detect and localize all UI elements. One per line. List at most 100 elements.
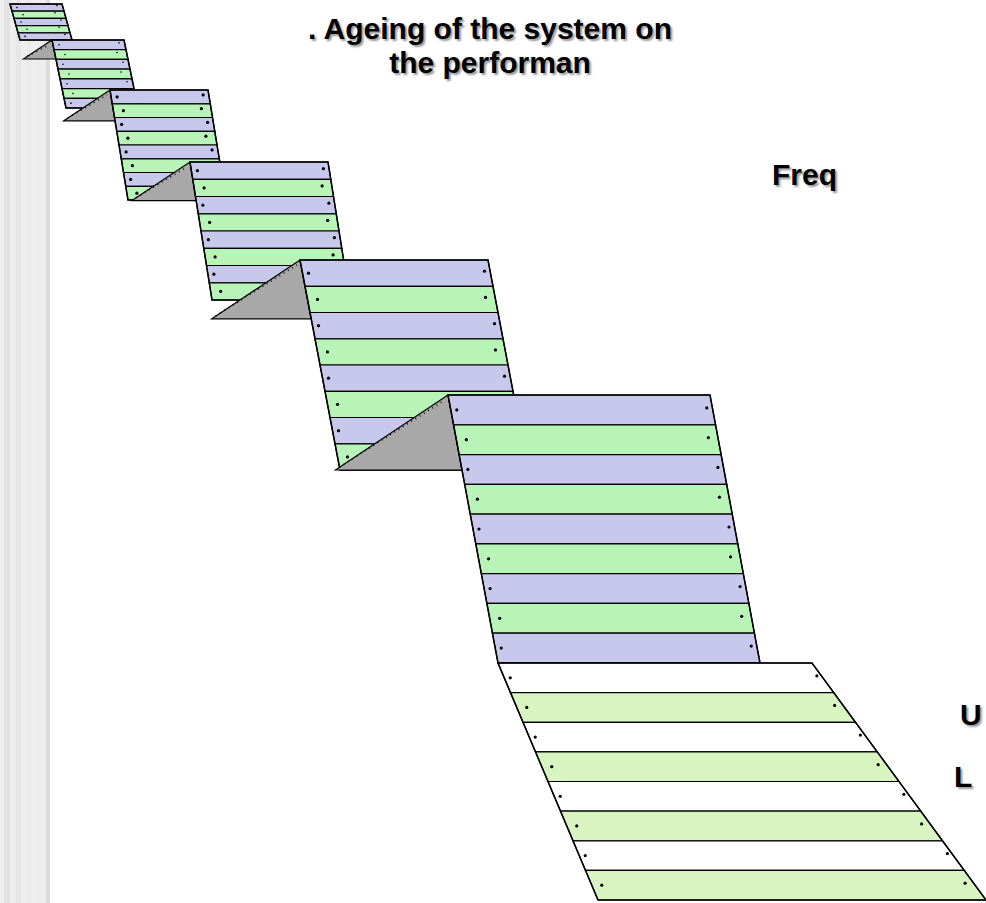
panel-dot (327, 377, 330, 380)
connector-wedge (23, 40, 56, 59)
panel-stripe (481, 574, 749, 604)
stair-panel (10, 4, 72, 40)
panel-dot (707, 436, 710, 439)
panel-stripe (56, 59, 130, 69)
panel-dot (509, 676, 512, 679)
connector-wedge (132, 162, 196, 201)
panel-dot (20, 21, 22, 23)
panel-dot (326, 219, 329, 222)
wedge-dots (27, 45, 49, 56)
panel-dot (135, 192, 138, 195)
stair-panel (448, 395, 760, 663)
panel-stripe (119, 145, 219, 159)
panel-stripe (511, 693, 856, 723)
panel-dot (207, 238, 210, 241)
panel-dot (129, 178, 132, 181)
panel-dot (203, 186, 206, 189)
panel-stripe (117, 131, 217, 145)
panel-dot (214, 255, 217, 258)
panel-stripe (110, 90, 210, 104)
panel-dot (500, 647, 503, 650)
panel-dot (718, 496, 721, 499)
panel-dot (116, 95, 119, 98)
stair-panel (498, 663, 986, 900)
panel-dot (336, 403, 339, 406)
panel-dot (327, 202, 330, 205)
panel-dot (126, 81, 128, 83)
panel-dot (739, 585, 742, 588)
panel-dot (493, 322, 496, 325)
panel-dot (750, 645, 753, 648)
panel-dot (126, 137, 129, 140)
panel-dot (964, 882, 967, 885)
panel-dot (118, 42, 120, 44)
panel-dot (316, 298, 319, 301)
panel-stripe (465, 484, 733, 514)
panel-dot (317, 324, 320, 327)
panel-dot (476, 498, 479, 501)
panel-dot (120, 123, 123, 126)
panel-dot (559, 795, 562, 798)
panel-stripe (548, 782, 921, 812)
wedge-dots (68, 95, 107, 118)
panel-stripe (470, 514, 738, 544)
panel-stripe (459, 455, 727, 485)
panel-stripe (198, 214, 339, 231)
panel-outline (448, 395, 760, 663)
panel-dot (489, 587, 492, 590)
panel-dot (322, 167, 325, 170)
panel-dot (902, 793, 905, 796)
panel-dot (815, 674, 818, 677)
panel-dot (72, 93, 74, 95)
panel-dot (833, 704, 836, 707)
panel-dot (66, 83, 68, 85)
connector-wedge (335, 395, 462, 470)
panel-dot (484, 296, 487, 299)
panel-stripe (190, 162, 331, 179)
panel-stripe (586, 870, 986, 900)
panel-dot (116, 52, 118, 54)
panel-dot (477, 527, 480, 530)
panel-dot (64, 34, 66, 36)
panel-dot (62, 63, 64, 65)
connector-wedge (64, 90, 115, 121)
panel-stripe (310, 313, 503, 339)
panel-dot (208, 221, 211, 224)
panel-dot (326, 350, 329, 353)
slide-title: . Ageing of the system on the performan (298, 12, 682, 80)
panel-stripe (320, 365, 513, 391)
panel-dot (22, 14, 24, 16)
panel-dot (575, 824, 578, 827)
wedge-dots (339, 400, 445, 467)
panel-stripe (536, 752, 900, 782)
stair-panels (10, 4, 986, 900)
panel-dot (494, 348, 497, 351)
panel-stripe (454, 425, 721, 455)
panel-dot (204, 135, 207, 138)
panel-dot (487, 557, 490, 560)
panel-stripe (448, 395, 716, 425)
panel-stripe (10, 4, 64, 11)
panel-dot (196, 169, 199, 172)
panel-stripe (18, 33, 72, 40)
panel-dot (455, 408, 458, 411)
panel-dot (600, 884, 603, 887)
panel-outline (498, 663, 986, 900)
panel-dot (877, 763, 880, 766)
panel-dot (125, 150, 128, 153)
panel-dot (584, 854, 587, 857)
panel-stripe (60, 79, 134, 89)
panel-stripe (523, 722, 877, 752)
panel-dot (859, 733, 862, 736)
panel-dot (534, 735, 537, 738)
panel-dot (131, 164, 134, 167)
panel-dot (525, 706, 528, 709)
panel-stripe (300, 260, 493, 286)
panel-dot (70, 102, 72, 104)
panel-stripe (16, 26, 70, 33)
panel-dot (483, 270, 486, 273)
panel-dot (54, 12, 56, 14)
panel-dot (705, 406, 708, 409)
panel-dot (337, 429, 340, 432)
panel-dot (219, 290, 222, 293)
